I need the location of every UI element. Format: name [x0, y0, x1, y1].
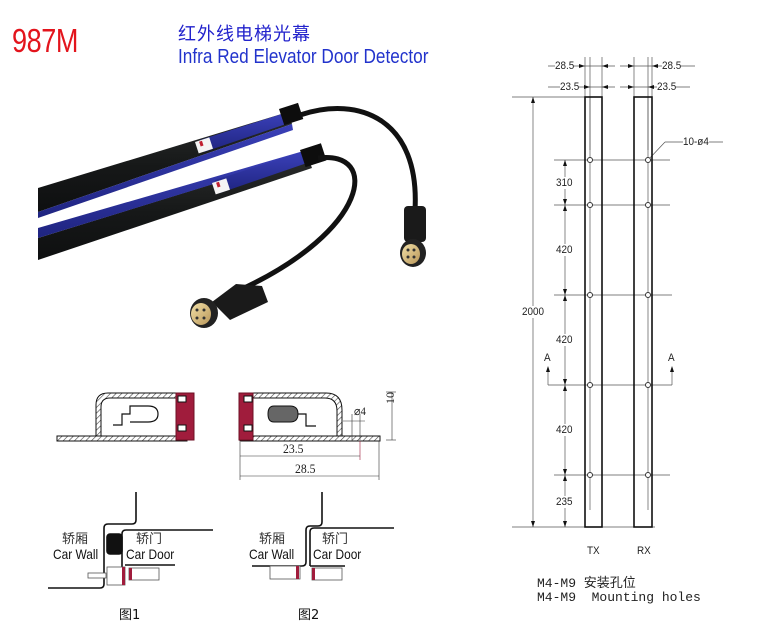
- fig1-car-wall-cn: 轿厢: [62, 532, 89, 547]
- installation-fig2: [252, 492, 394, 581]
- fig2-car-door-en: Car Door: [313, 546, 362, 562]
- fig1-caption: 图1: [119, 608, 141, 623]
- segment-2-label: 420: [556, 244, 573, 256]
- width-outer-label: 28.5: [295, 461, 316, 476]
- cable-lower: [238, 154, 358, 293]
- segment-5-label: 235: [556, 496, 573, 508]
- fig2-car-wall-cn: 轿厢: [259, 532, 286, 547]
- section-mark-right: A: [668, 352, 675, 364]
- segment-1-label: 310: [556, 177, 573, 189]
- holes-label: 10-ø4: [683, 136, 709, 148]
- cross-section-right: [238, 391, 396, 480]
- fig1-car-door-en: Car Door: [126, 546, 175, 562]
- cross-section-left: [56, 392, 195, 442]
- rx-label: RX: [637, 545, 651, 557]
- dim-inner-right: 23.5: [657, 81, 677, 93]
- fig2-car-door-cn: 轿门: [322, 532, 349, 547]
- light-curtain-bar-lower: [38, 143, 327, 260]
- section-mark-left: A: [544, 352, 551, 364]
- model-number: 987M: [12, 22, 79, 59]
- tx-label: TX: [587, 545, 600, 557]
- cable-upper: [299, 106, 418, 211]
- mounting-note-cn: M4-M9 安装孔位: [537, 576, 636, 591]
- fig1-car-wall-en: Car Wall: [53, 546, 99, 562]
- dim-inner-left: 23.5: [560, 81, 580, 93]
- title-chinese: 红外线电梯光幕: [178, 24, 311, 45]
- diameter-label: ⌀4: [354, 404, 366, 418]
- title-english: Infra Red Elevator Door Detector: [178, 46, 429, 68]
- total-height-label: 2000: [522, 306, 545, 318]
- mounting-note-en: M4-M9 Mounting holes: [537, 590, 701, 605]
- connector-lower: [190, 284, 268, 328]
- tx-bar: [584, 96, 603, 528]
- segment-4-label: 420: [556, 424, 573, 436]
- rx-bar: [633, 96, 653, 528]
- light-curtain-bar-upper: [38, 102, 304, 218]
- dimension-arrows: [531, 64, 674, 527]
- width-inner-label: 23.5: [283, 441, 304, 456]
- dim-outer-left: 28.5: [555, 60, 575, 72]
- fig1-car-door-cn: 轿门: [136, 532, 163, 547]
- mounting-holes: [587, 157, 651, 478]
- segment-3-label: 420: [556, 334, 573, 346]
- installation-fig1: [48, 492, 213, 589]
- dim-outer-right: 28.5: [662, 60, 682, 72]
- fig2-caption: 图2: [298, 608, 320, 623]
- fig2-car-wall-en: Car Wall: [249, 546, 295, 562]
- connector-upper: [400, 206, 426, 267]
